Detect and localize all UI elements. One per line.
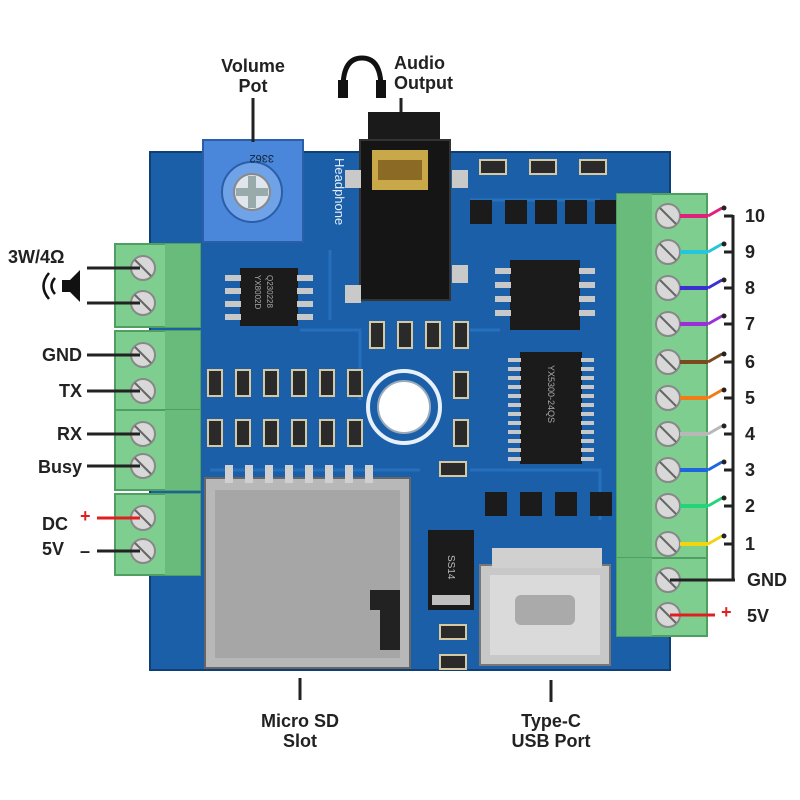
mounting-hole xyxy=(366,369,442,445)
type-c-port xyxy=(479,548,611,666)
label-pin-10: 10 xyxy=(745,206,766,226)
diode: SS14 xyxy=(428,530,474,610)
label-5v-left: 5V xyxy=(42,539,65,559)
terminal-block-3 xyxy=(114,409,201,491)
decoder-chip: YX5300-24QS xyxy=(508,352,594,464)
label-rx: RX xyxy=(56,424,82,444)
label-tx: TX xyxy=(58,381,82,401)
speaker-icon xyxy=(42,270,80,302)
amplifier-chip: YX8002D Q230228 xyxy=(225,268,313,326)
power-terminal-block xyxy=(616,557,708,637)
label-busy: Busy xyxy=(37,457,82,477)
label-pin-8: 8 xyxy=(745,278,756,298)
transistors xyxy=(470,200,617,516)
label-pin-3: 3 xyxy=(745,460,756,480)
label-dc-plus: + xyxy=(80,506,91,526)
micro-sd-slot xyxy=(204,465,411,669)
signal-terminal-block xyxy=(616,193,708,565)
chip1-text-line1: YX8002D xyxy=(253,275,262,309)
label-pin-4: 4 xyxy=(745,424,756,444)
terminal-block-2 xyxy=(114,330,201,416)
label-type-c: Type-C USB Port xyxy=(511,711,591,751)
label-dc-minus: – xyxy=(80,541,91,561)
smd-components xyxy=(207,159,607,670)
label-micro-sd: Micro SD Slot xyxy=(260,711,339,751)
label-gnd-left: GND xyxy=(42,345,82,365)
label-pin-6: 6 xyxy=(745,352,756,372)
terminal-block-4 xyxy=(114,493,201,576)
label-dc: DC xyxy=(42,514,68,534)
flash-chip xyxy=(495,260,595,330)
chip2-text: YX5300-24QS xyxy=(546,365,556,423)
pot-code-text: 3362 xyxy=(250,152,274,164)
headphone-silkscreen: Headphone xyxy=(332,158,347,225)
right-terminal-blocks xyxy=(616,193,708,637)
label-pin-2: 2 xyxy=(745,496,756,516)
label-speaker: 3W/4Ω xyxy=(8,247,65,267)
label-gnd-right: GND xyxy=(747,570,787,590)
volume-pot: 3362 xyxy=(202,139,304,243)
left-terminal-blocks xyxy=(114,243,201,576)
audio-jack xyxy=(345,112,468,303)
label-pin-7: 7 xyxy=(745,314,756,334)
label-pin-5: 5 xyxy=(745,388,756,408)
chip1-text-line2: Q230228 xyxy=(265,275,274,308)
diode-text: SS14 xyxy=(445,555,456,580)
label-volume-pot: Volume Pot xyxy=(221,56,285,96)
label-pin-1: 1 xyxy=(745,534,756,554)
terminal-block-1 xyxy=(114,243,201,328)
headphone-icon xyxy=(338,55,386,98)
label-audio-output: Audio Output xyxy=(394,53,453,93)
label-pin-9: 9 xyxy=(745,242,756,262)
label-5v-plus: + xyxy=(721,602,732,622)
label-5v-right: 5V xyxy=(747,606,770,626)
